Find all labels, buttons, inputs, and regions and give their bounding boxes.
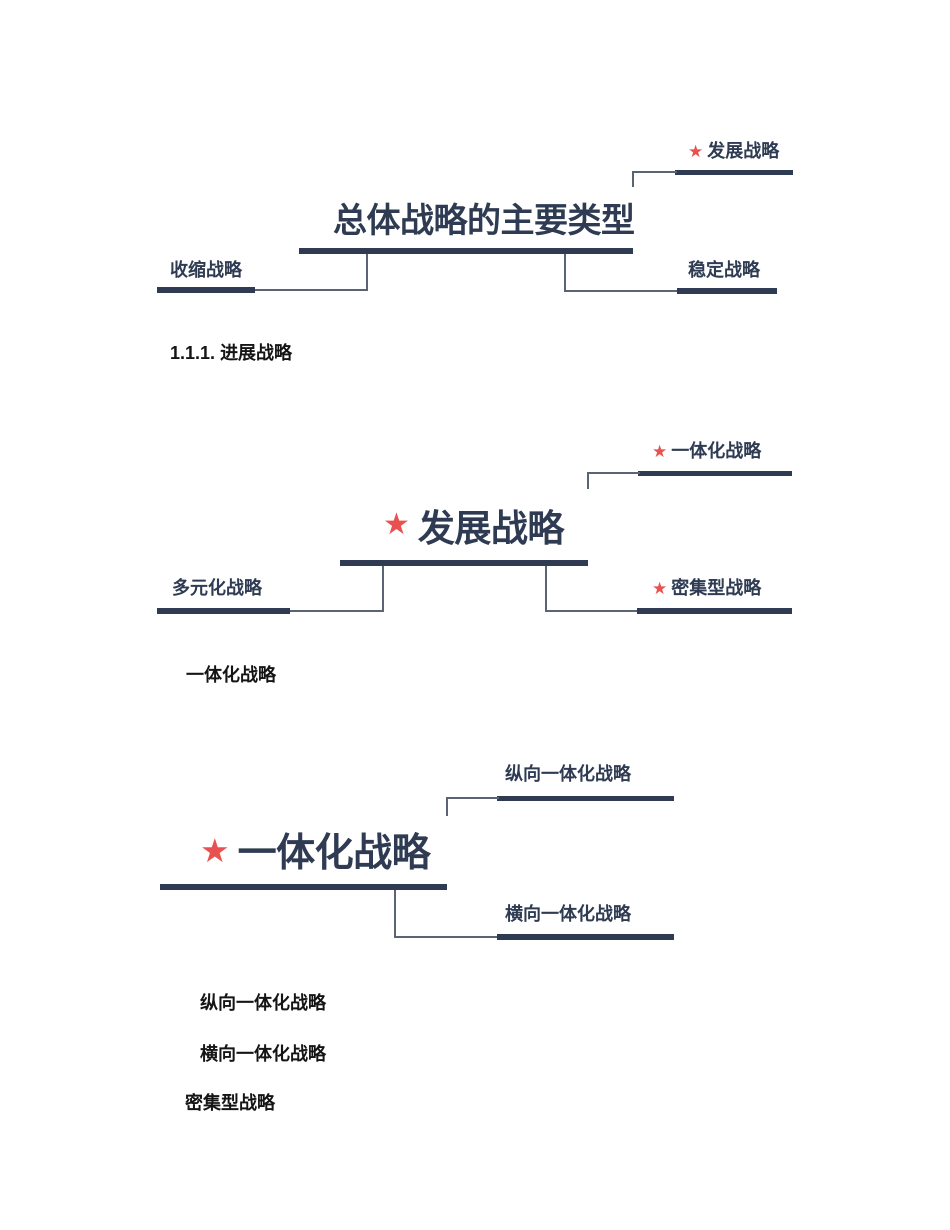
paragraph-horizontal-integration: 横向一体化战略 [200,1044,326,1064]
branch-underline [497,934,674,940]
root-label: 一体化战略 [237,832,431,875]
node-development-strategy: ★ 发展战略 [688,141,779,162]
paragraph-vertical-integration: 纵向一体化战略 [200,993,326,1013]
star-icon: ★ [383,508,410,541]
node-label: 横向一体化战略 [505,904,631,924]
root-underline [299,248,633,254]
connector-line [587,472,589,489]
connector-line [632,171,677,173]
root-underline [160,884,447,890]
node-intensive-strategy: ★ 密集型战略 [652,578,761,599]
star-icon: ★ [652,441,668,461]
connector-line [394,890,396,938]
node-label: 密集型战略 [671,578,762,598]
branch-underline [157,608,290,614]
connector-line [587,472,640,474]
connector-line [545,610,637,612]
branch-underline [637,608,792,614]
star-icon: ★ [652,578,668,598]
node-vertical-integration: 纵向一体化战略 [505,764,631,785]
connector-line [446,797,448,816]
node-label: 发展战略 [707,141,780,161]
star-icon: ★ [688,141,704,161]
branch-underline [677,288,777,294]
mindmap-root-title: 总体战略的主要类型 [333,202,635,240]
root-label: 发展战略 [417,508,565,549]
heading-text: 进展战略 [220,343,293,363]
branch-underline [157,287,255,293]
node-integration-strategy: ★ 一体化战略 [652,441,761,462]
root-underline [340,560,588,566]
node-label: 多元化战略 [172,578,262,598]
node-stability-strategy: 稳定战略 [688,260,760,281]
node-diversification-strategy: 多元化战略 [172,578,262,599]
branch-underline [675,170,793,175]
connector-line [255,289,368,291]
connector-line [446,797,499,799]
node-label: 一体化战略 [671,441,762,461]
mindmap-root-integration: ★ 一体化战略 [200,822,431,878]
star-icon: ★ [200,831,230,869]
connector-line [564,254,566,292]
connector-line [632,171,634,187]
paragraph-intensive-strategy: 密集型战略 [185,1093,275,1113]
node-label: 收缩战略 [170,260,242,280]
mindmap-root-development: ★ 发展战略 [383,498,564,552]
connector-line [545,566,547,612]
connector-line [394,936,497,938]
node-label: 稳定战略 [688,260,760,280]
node-retrenchment-strategy: 收缩战略 [170,260,242,281]
heading-number: 1.1.1. [170,343,216,363]
node-horizontal-integration: 横向一体化战略 [505,904,631,925]
branch-underline [497,796,674,801]
connector-line [564,290,677,292]
node-label: 纵向一体化战略 [505,764,631,784]
section-heading: 1.1.1. 进展战略 [170,339,292,365]
connector-line [366,254,368,291]
branch-underline [638,471,792,476]
connector-line [382,566,384,612]
paragraph-integration: 一体化战略 [186,665,276,685]
connector-line [290,610,384,612]
